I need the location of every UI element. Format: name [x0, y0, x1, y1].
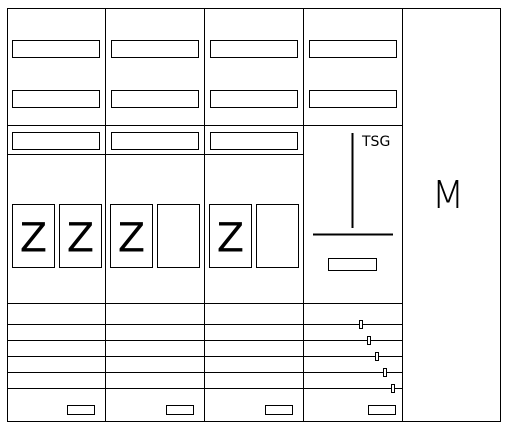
bottom-label-strip — [368, 405, 396, 415]
label-strip — [111, 90, 199, 108]
label-strip — [111, 40, 199, 58]
tsg-label: TSG — [361, 134, 390, 150]
meter-slot — [209, 204, 252, 268]
bottom-label-strip — [166, 405, 194, 415]
terminal-marker — [367, 336, 371, 345]
label-strip — [12, 132, 100, 150]
label-strip — [210, 132, 298, 150]
terminal-marker — [383, 368, 387, 377]
main-panel-label: M — [432, 173, 465, 217]
meter-symbol: Z — [118, 216, 145, 262]
meter-symbol: Z — [20, 216, 47, 262]
meter-symbol: Z — [67, 216, 94, 262]
tsg-label-strip — [328, 258, 377, 271]
board-frame — [7, 8, 501, 422]
terminal-marker — [391, 384, 395, 393]
label-strip — [111, 132, 199, 150]
terminal-marker — [359, 320, 363, 329]
label-strip — [210, 90, 298, 108]
label-strip — [12, 40, 100, 58]
bottom-label-strip — [265, 405, 293, 415]
label-strip — [210, 40, 298, 58]
meter-symbol: Z — [217, 216, 244, 262]
meter-slot — [12, 204, 55, 268]
terminal-marker — [375, 352, 379, 361]
bottom-label-strip — [67, 405, 95, 415]
label-strip — [309, 90, 397, 108]
meter-slot — [59, 204, 102, 268]
meter-slot — [110, 204, 153, 268]
label-strip — [309, 40, 397, 58]
meter-slot — [157, 204, 200, 268]
meter-slot — [256, 204, 299, 268]
label-strip — [12, 90, 100, 108]
